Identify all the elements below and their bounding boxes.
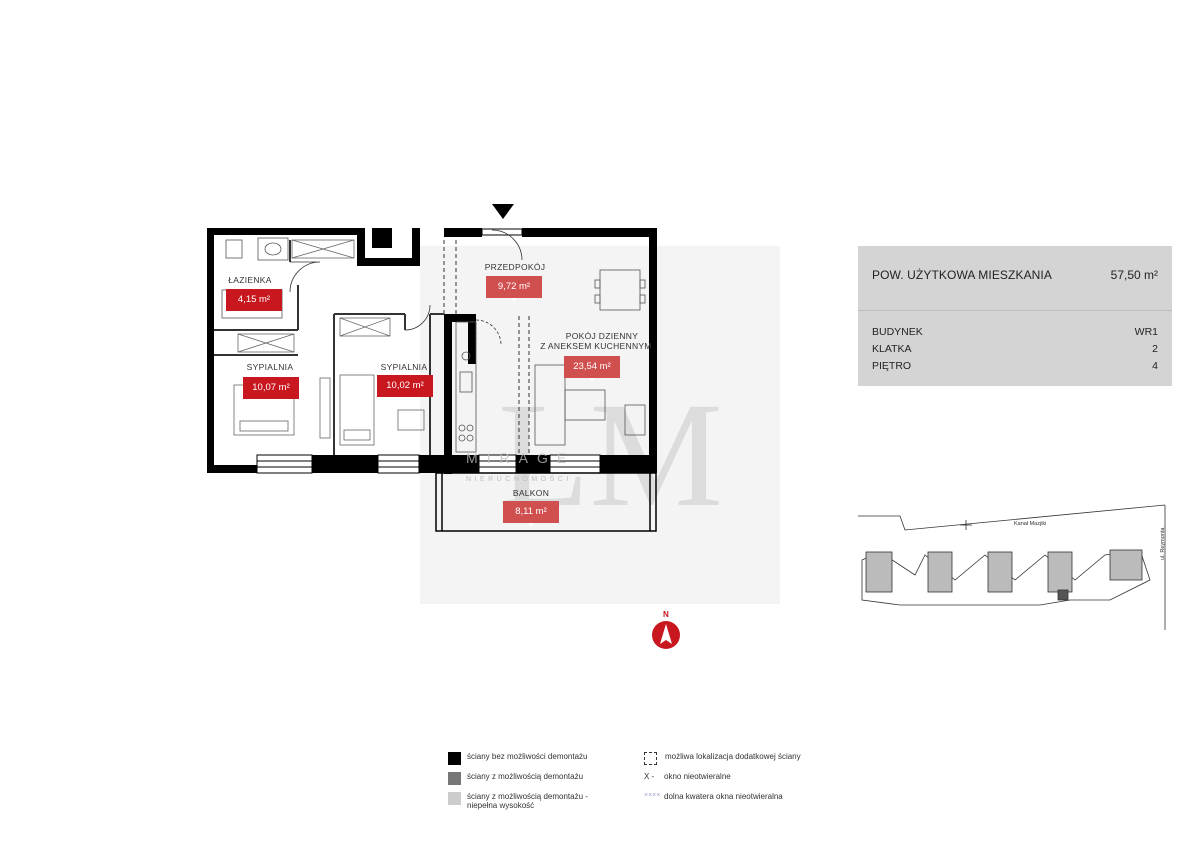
site-canal-label: Kanał Mazjiki [1014,521,1047,527]
legend-item-fixed-wall: ściany bez możliwości demontażu [448,752,588,765]
interior-walls [214,240,444,455]
site-plan [858,504,1166,630]
kitchen-units [455,269,646,453]
legend-x-symbol: X - [644,772,655,781]
summary-row-value: 4 [1152,360,1158,372]
summary-row-value: WR1 [1134,326,1158,338]
entrance-arrow-icon [492,204,514,219]
room-label-living-line1: POKÓJ DZIENNY [565,331,639,341]
room-label-balcony: BALKON [512,488,550,498]
legend-cross-pattern-symbol: ×××× [644,792,661,799]
brand-watermark-sub: NIERUCHOMOŚCI [466,476,572,483]
legend-dashed-square-icon [644,752,657,765]
room-area-bathroom: 4,15 m² [226,289,282,315]
site-street-label: ul. Reymonta [1160,527,1166,560]
legend-text: okno nieotwieralne [664,772,731,781]
room-label-bedroom-1: SYPIALNIA [246,362,294,372]
beds [233,374,425,446]
bathroom-fixtures [221,237,289,319]
summary-row-staircase: KLATKA 2 [872,343,1158,355]
legend-text: ściany bez możliwości demontażu [467,752,588,761]
summary-row-label: PIĘTRO [872,360,912,372]
summary-row-label: BUDYNEK [872,326,923,338]
room-label-bathroom: ŁAZIENKA [228,275,272,285]
legend-item-fixed-window: X - okno nieotwieralne [644,772,731,781]
panel-divider [858,310,1172,311]
exterior-walls [207,228,657,474]
summary-row-value: 2 [1152,343,1158,355]
windows [256,228,601,474]
legend-item-possible-wall: możliwa lokalizacja dodatkowej ściany [644,752,801,765]
compass-label: N [662,610,670,619]
door-swings [289,229,523,346]
room-label-living-line2: Z ANEKSEM KUCHENNYM [540,341,652,351]
summary-row-building: BUDYNEK WR1 [872,326,1158,338]
compass-icon [652,621,680,649]
usable-area-label: POW. UŻYTKOWA MIESZKANIA [872,268,1052,282]
legend-item-removable-wall: ściany z możliwością demontażu [448,772,583,785]
room-area-bedroom-2: 10,02 m² [377,375,433,401]
room-area-hallway: 9,72 m² [486,276,542,302]
room-label-hallway: PRZEDPOKÓJ [484,262,546,272]
room-area-bedroom-1: 10,07 m² [243,377,299,403]
possible-wall-dashed [443,240,530,455]
legend-text: ściany z możliwością demontażu - [467,792,588,801]
legend-item-partial-wall: ściany z możliwością demontażu - niepełn… [448,792,588,810]
apartment-summary-panel: POW. UŻYTKOWA MIESZKANIA 57,50 m² BUDYNE… [858,246,1172,386]
summary-row-label: KLATKA [872,343,912,355]
legend-text: ściany z możliwością demontażu [467,772,584,781]
legend-text: niepełna wysokość [467,801,535,810]
legend-text: możliwa lokalizacja dodatkowej ściany [665,752,801,761]
legend-swatch-light-gray [448,792,461,805]
summary-row-floor: PIĘTRO 4 [872,360,1158,372]
room-label-bedroom-2: SYPIALNIA [380,362,428,372]
legend-text: dolna kwatera okna nieotwieralna [664,792,783,801]
legend-item-fixed-sash: ×××× dolna kwatera okna nieotwieralna [644,792,783,801]
wardrobes [237,239,391,353]
room-area-balcony: 8,11 m² [503,501,559,527]
legend-swatch-black [448,752,461,765]
brand-watermark: MIRAGE [466,450,576,466]
legend-swatch-gray [448,772,461,785]
room-area-living: 23,54 m² [564,356,620,382]
usable-area-value: 57,50 m² [1110,268,1158,282]
balcony-outline [435,472,657,532]
